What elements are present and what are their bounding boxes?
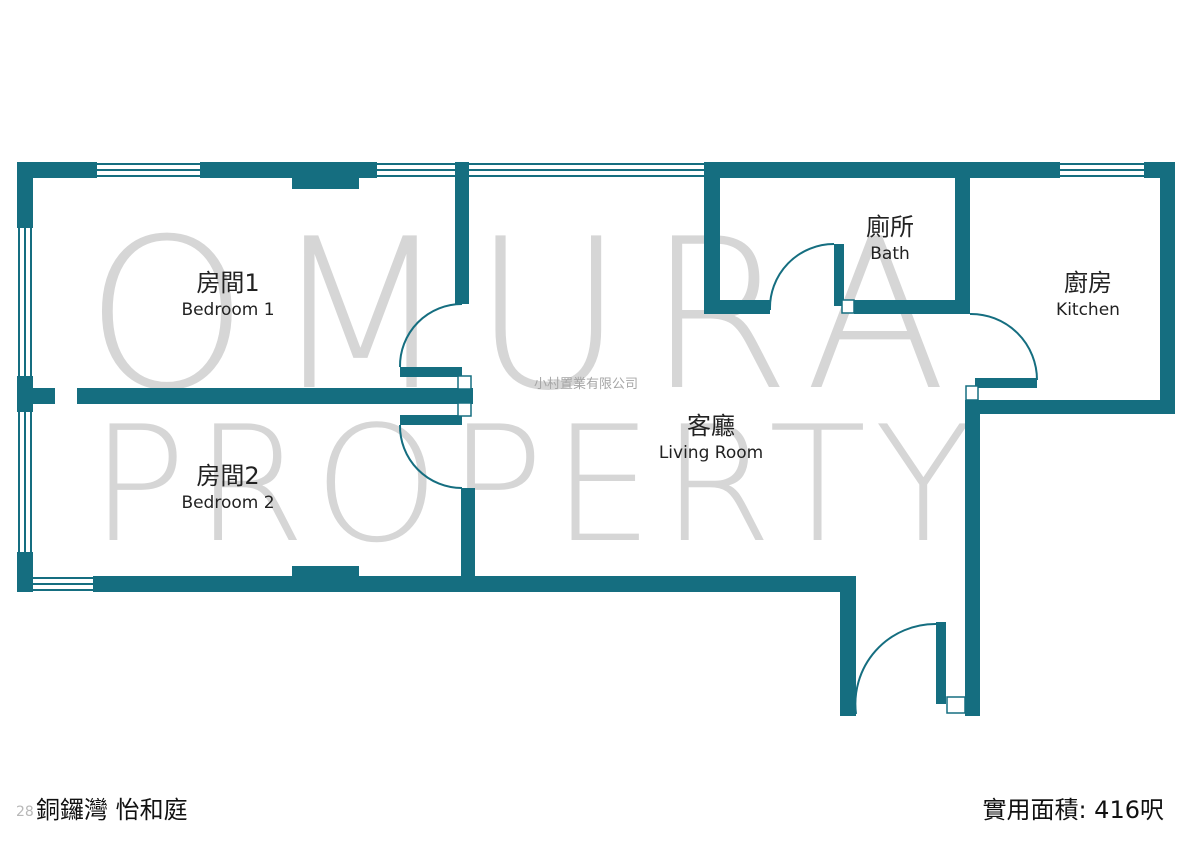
faint-phone-watermark: 28 [16,804,34,820]
room-bedroom-1: 房間1 Bedroom 1 [181,268,274,322]
windows [18,163,1144,591]
room-bath: 廁所 Bath [866,212,914,266]
company-watermark: 小村置業有限公司 [534,377,639,392]
room-name-en: Bath [870,244,910,264]
room-name-zh: 房間2 [196,462,260,490]
room-name-en: Living Room [658,443,764,463]
room-name-zh: 廁所 [866,213,914,241]
property-location: 銅鑼灣 怡和庭 [36,796,188,824]
door-hinges [457,299,979,714]
room-kitchen: 廚房 Kitchen [1056,268,1120,322]
saleable-area: 實用面積: 416呎 [982,796,1164,824]
watermark-property: PROPERTY [90,391,981,578]
walls [17,162,1175,716]
watermark-omura: OMURA [85,195,969,437]
room-living: 客廳 Living Room [659,411,763,465]
room-name-en: Bedroom 1 [181,300,275,320]
room-name-en: Bedroom 2 [181,493,275,513]
room-name-en: Kitchen [1056,300,1120,320]
room-name-zh: 廚房 [1064,269,1112,297]
room-name-zh: 房間1 [196,269,260,297]
door-swings [398,243,1038,715]
room-name-zh: 客廳 [686,412,735,440]
room-bedroom-2: 房間2 Bedroom 2 [181,461,274,515]
